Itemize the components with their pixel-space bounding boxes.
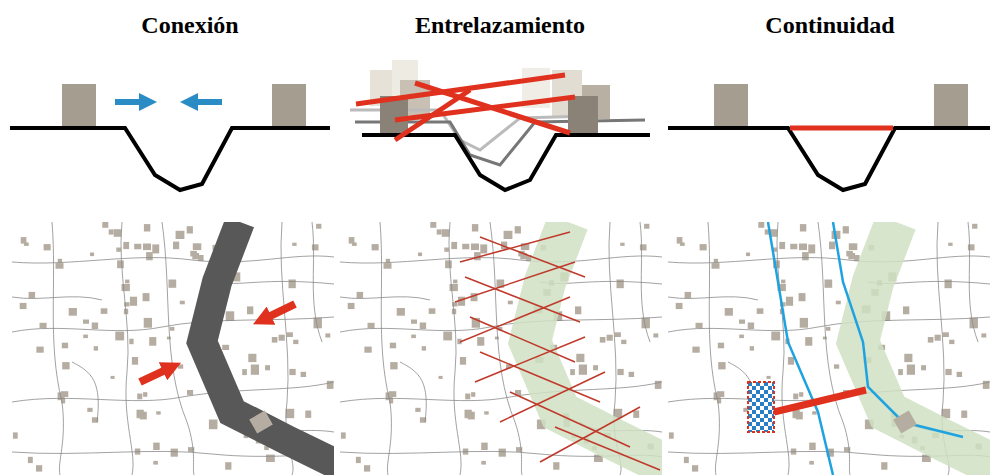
column-heading: Continuidad bbox=[765, 12, 894, 39]
section-interweaving bbox=[350, 60, 650, 190]
column-heading: Entrelazamiento bbox=[415, 12, 585, 39]
map-connection bbox=[12, 222, 334, 475]
column-heading: Conexión bbox=[141, 12, 238, 39]
map-interweaving bbox=[340, 222, 662, 475]
section-continuity bbox=[668, 84, 990, 190]
section-connection bbox=[10, 84, 330, 190]
map-continuity bbox=[668, 222, 990, 475]
